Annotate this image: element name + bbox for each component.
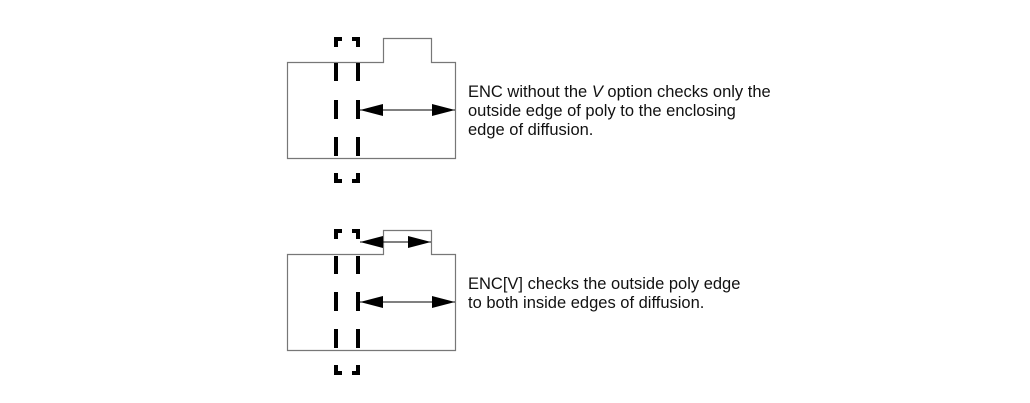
caption-text: to both inside edges of diffusion.: [468, 294, 705, 312]
caption-italic-text: V: [591, 83, 603, 101]
measurement-arrow-enclosing: [360, 296, 455, 308]
arrowhead-right-icon: [408, 236, 431, 248]
caption-text: ENC without the: [468, 83, 592, 101]
arrowhead-right-icon: [432, 104, 455, 116]
arrowhead-left-icon: [360, 296, 383, 308]
caption-line: edge of diffusion.: [468, 121, 771, 140]
caption-line: to both inside edges of diffusion.: [468, 294, 740, 313]
arrowhead-right-icon: [432, 296, 455, 308]
arrowhead-left-icon: [360, 104, 383, 116]
caption-enc-without-v: ENC without the V option checks only the…: [468, 83, 771, 140]
caption-text: ENC[V] checks the outside poly edge: [468, 275, 741, 293]
diffusion-outline: [286, 37, 457, 160]
caption-text: option checks only the: [602, 83, 771, 101]
diffusion-outline: [286, 229, 457, 352]
caption-line: outside edge of poly to the enclosing: [468, 102, 771, 121]
poly-dashed-outline: [334, 37, 360, 183]
caption-text: edge of diffusion.: [468, 121, 594, 139]
measurement-arrow-notch: [360, 236, 431, 248]
caption-text: outside edge of poly to the enclosing: [468, 102, 736, 120]
measurement-arrow: [360, 104, 455, 116]
figure-enc-without-v: [286, 37, 457, 183]
poly-dashed-outline: [334, 229, 360, 375]
caption-line: ENC[V] checks the outside poly edge: [468, 275, 740, 294]
caption-line: ENC without the V option checks only the: [468, 83, 771, 102]
figure-enc-with-v: [286, 229, 457, 375]
arrowhead-left-icon: [360, 236, 383, 248]
